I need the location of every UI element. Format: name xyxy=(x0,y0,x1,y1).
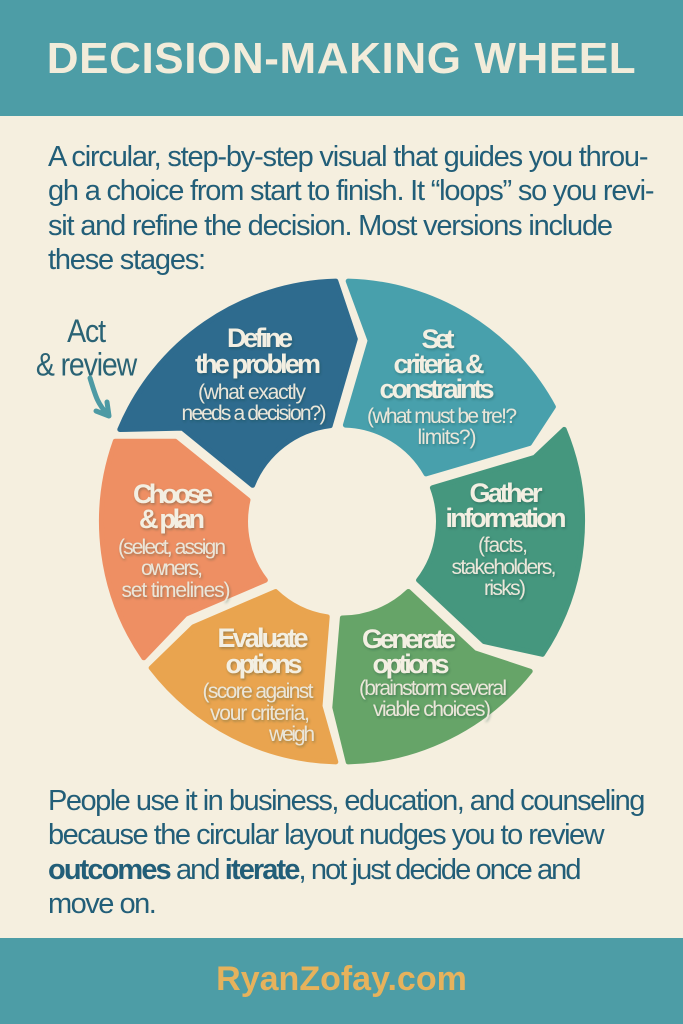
svg-text:information: information xyxy=(446,503,567,533)
svg-text:(what must be tre!?: (what must be tre!? xyxy=(367,405,517,428)
svg-text:set timelines): set timelines) xyxy=(122,579,231,602)
svg-text:viable choices): viable choices) xyxy=(373,698,491,721)
svg-text:weigh: weigh xyxy=(268,723,315,746)
svg-text:options: options xyxy=(373,649,450,679)
svg-text:limits?): limits?) xyxy=(418,426,477,449)
svg-text:(facts,: (facts, xyxy=(478,534,528,557)
svg-text:criteria &: criteria & xyxy=(394,349,485,379)
svg-text:(select, assign: (select, assign xyxy=(118,536,226,559)
svg-text:options: options xyxy=(226,649,303,679)
svg-text:Evaluate: Evaluate xyxy=(218,623,309,653)
svg-text:owners,: owners, xyxy=(141,557,203,580)
svg-text:Gather: Gather xyxy=(470,478,543,508)
svg-text:Choose: Choose xyxy=(133,479,213,509)
svg-text:(brainstorm several: (brainstorm several xyxy=(359,677,507,700)
svg-text:constraints: constraints xyxy=(380,374,495,404)
svg-text:the problem: the problem xyxy=(195,349,321,379)
svg-text:(score against: (score against xyxy=(203,680,314,703)
svg-text:needs a decision?): needs a decision?) xyxy=(182,402,327,425)
svg-text:& plan: & plan xyxy=(139,504,205,534)
svg-text:Set: Set xyxy=(422,324,455,354)
svg-text:stakeholders,: stakeholders, xyxy=(452,556,557,579)
svg-text:Define: Define xyxy=(227,323,293,353)
svg-text:Generate: Generate xyxy=(362,624,456,654)
svg-text:(what exactly: (what exactly xyxy=(198,381,307,404)
svg-text:risks): risks) xyxy=(484,577,526,600)
svg-text:vour criteria,: vour criteria, xyxy=(210,702,310,725)
